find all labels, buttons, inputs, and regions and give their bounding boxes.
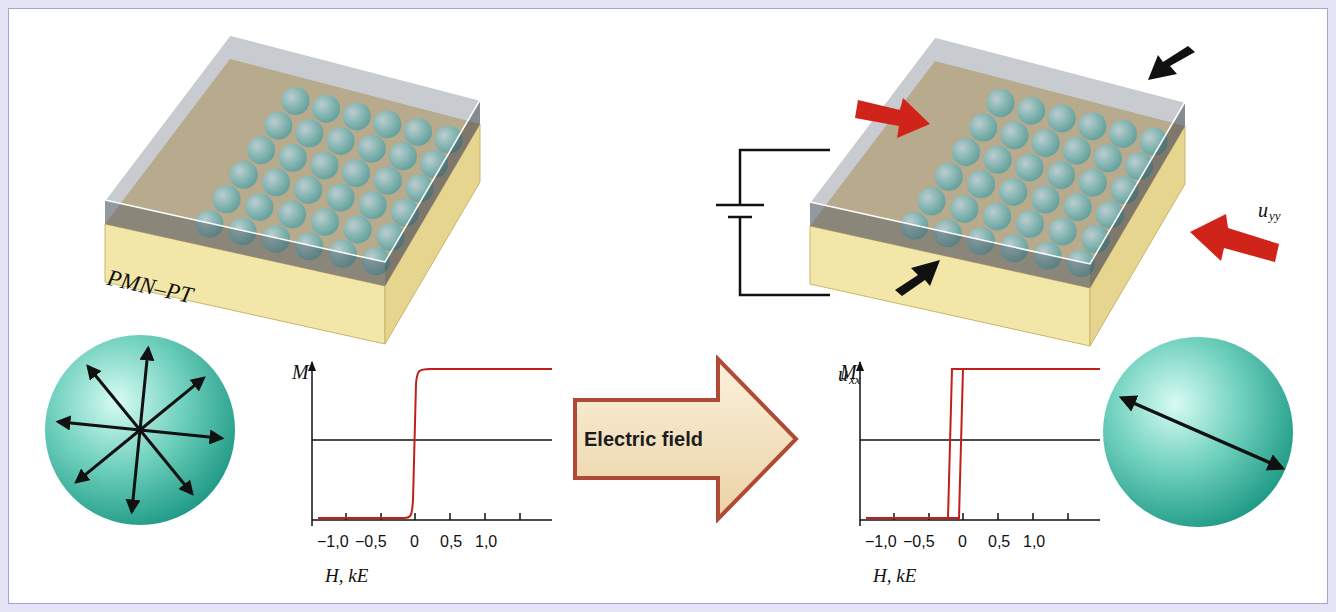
moment-arrow: [88, 367, 140, 430]
strain-subscript: yy: [1269, 209, 1281, 222]
film-top: [810, 37, 1185, 264]
battery-circuit: [716, 150, 830, 295]
axis-label: H, kE: [325, 566, 368, 585]
hysteresis-plot: [312, 362, 552, 526]
moment-arrow: [77, 430, 140, 482]
tick-label: −1,0: [317, 534, 349, 550]
block-arrow: Electric field: [572, 355, 800, 523]
domain-sphere: [1103, 337, 1293, 527]
tick-label: 0,5: [988, 534, 1010, 550]
moment-arrow: [140, 430, 192, 493]
axis-label: H, kE: [873, 566, 916, 585]
tick-label: 1,0: [475, 534, 497, 550]
strain-label: u: [1258, 200, 1268, 220]
tick-label: 1,0: [1023, 534, 1045, 550]
random-moment-arrows: [58, 348, 221, 511]
tick-label: −0,5: [355, 534, 387, 550]
tick-label: 0: [958, 534, 967, 550]
tick-label: 0,5: [440, 534, 462, 550]
domain-sphere: [45, 335, 235, 525]
moment-arrow: [132, 430, 140, 512]
axis-label: M: [840, 362, 857, 382]
tick-label: −0,5: [903, 534, 935, 550]
strain-arrows: [855, 46, 1279, 296]
moment-arrow: [140, 348, 148, 430]
tick-label: −1,0: [865, 534, 897, 550]
tick-label: 0: [410, 534, 419, 550]
easy-axis-arrow: [1122, 398, 1282, 468]
hysteresis-loop-plot: [860, 362, 1100, 526]
film-top: [105, 35, 480, 262]
moment-arrow: [140, 378, 203, 430]
moment-arrow: [140, 430, 222, 438]
left-sample: [105, 35, 480, 344]
right-sample: [810, 37, 1185, 346]
axis-label: M: [292, 362, 309, 382]
arrow-label: Electric field: [584, 428, 703, 450]
moment-arrow: [58, 422, 140, 430]
arrow-outline: [575, 359, 796, 519]
